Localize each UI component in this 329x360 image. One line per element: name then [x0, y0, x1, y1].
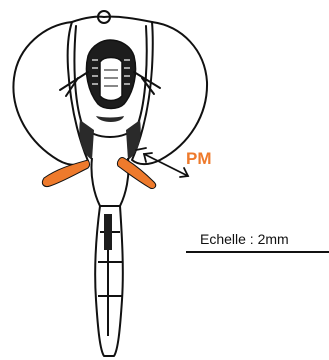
right-eye-outline [132, 22, 207, 164]
mandibles [42, 158, 155, 189]
clypeus-pattern [86, 40, 135, 109]
pm-label: PM [186, 149, 212, 168]
head-top-outline [72, 17, 152, 22]
abdomen-dark-stripe [104, 214, 112, 250]
scale-label: Echelle : 2mm [200, 231, 289, 247]
